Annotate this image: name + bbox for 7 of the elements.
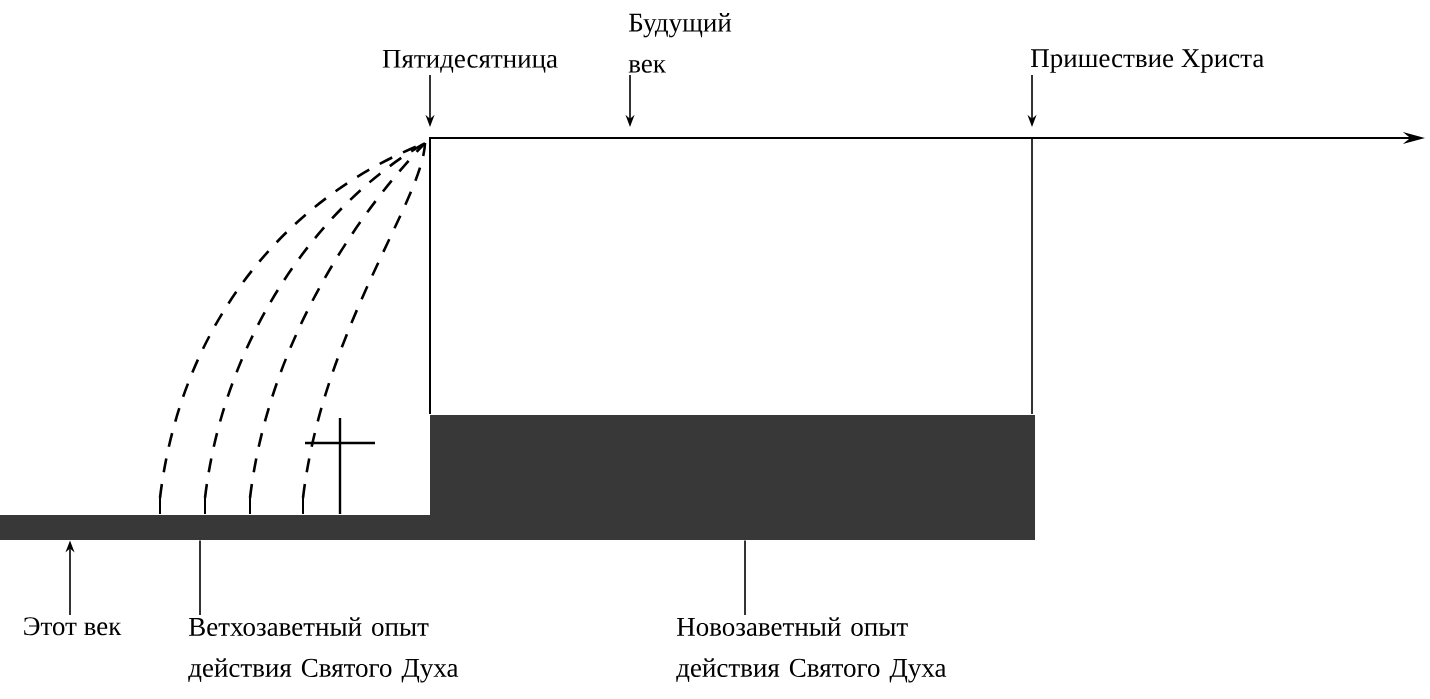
- label-text: Пятидесятница: [382, 49, 558, 73]
- label-text: Новозаветный опыт действия Святого Духа: [676, 617, 947, 683]
- band: [0, 415, 1035, 540]
- label-text: Ветхозаветный опыт действия Святого Духа: [188, 617, 459, 683]
- label-text: Пришествие Христа: [1031, 49, 1264, 73]
- label-text: Будущий век: [628, 13, 732, 73]
- label-text: Этот век: [24, 617, 122, 636]
